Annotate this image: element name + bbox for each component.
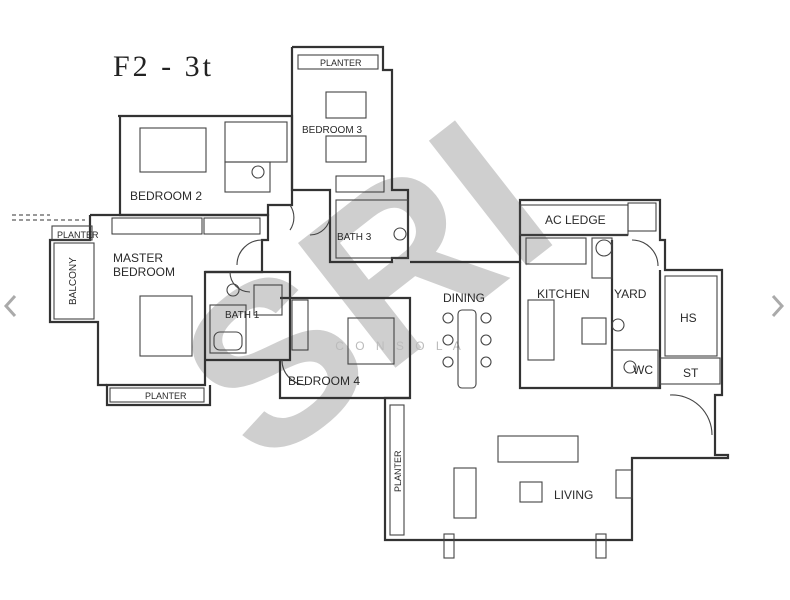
- label-ac-ledge: AC LEDGE: [545, 213, 606, 227]
- label-wc: WC: [633, 363, 653, 377]
- label-bedroom-2: BEDROOM 2: [130, 189, 202, 203]
- label-bath-1: BATH 1: [225, 310, 260, 321]
- chevron-left-icon[interactable]: [0, 292, 22, 320]
- label-bedroom-4: BEDROOM 4: [288, 374, 360, 388]
- watermark-text: SRI: [134, 72, 594, 511]
- wardrobes: [111, 175, 657, 351]
- entry-arrow-icon: [12, 214, 85, 221]
- interior-lines: [51, 54, 721, 559]
- label-dining: DINING: [443, 291, 485, 305]
- label-bath-3: BATH 3: [337, 232, 372, 243]
- label-hs: HS: [680, 311, 697, 325]
- label-master-line1: MASTER: [113, 251, 163, 265]
- label-kitchen: KITCHEN: [537, 287, 590, 301]
- plan-title: F2 - 3t: [113, 50, 214, 83]
- chevron-right-icon[interactable]: [766, 292, 788, 320]
- label-st: ST: [683, 366, 699, 380]
- watermark-subtext: C O N S O L A: [335, 339, 465, 353]
- room-labels: BEDROOM 2 BEDROOM 3 MASTER BEDROOM BEDRO…: [57, 58, 699, 502]
- watermark: SRI C O N S O L A: [134, 72, 594, 511]
- label-bedroom-3: BEDROOM 3: [302, 125, 362, 136]
- label-living: LIVING: [554, 488, 593, 502]
- label-planter-top: PLANTER: [320, 58, 362, 68]
- label-balcony: BALCONY: [68, 257, 79, 305]
- label-yard: YARD: [614, 287, 647, 301]
- label-planter-left: PLANTER: [57, 230, 99, 240]
- label-planter-bottom: PLANTER: [145, 391, 187, 401]
- label-planter-living: PLANTER: [393, 450, 403, 492]
- label-master-line2: BEDROOM: [113, 265, 175, 279]
